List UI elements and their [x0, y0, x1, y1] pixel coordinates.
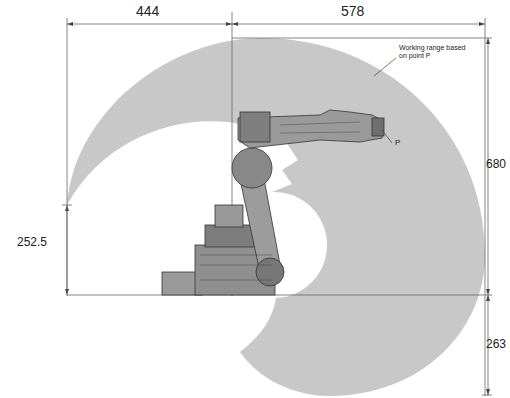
leader-line: [382, 130, 392, 143]
robot-detail-lines: [200, 122, 360, 280]
dimension-label: 444: [135, 4, 160, 19]
dimension-label: 578: [340, 4, 365, 19]
dimension-label: 252.5: [16, 236, 48, 249]
height-dimension: [67, 208, 68, 292]
dimension-label: 680: [485, 158, 507, 171]
leader-line: [374, 58, 396, 76]
dimension-lines: [62, 12, 492, 396]
working-range-area: [67, 38, 485, 396]
dimension-label: 263: [485, 338, 507, 351]
callout-note: Working range based on point P: [398, 44, 472, 59]
robot: [162, 110, 384, 295]
point-label: P: [394, 139, 401, 148]
dimension-arrows: [65, 22, 490, 395]
